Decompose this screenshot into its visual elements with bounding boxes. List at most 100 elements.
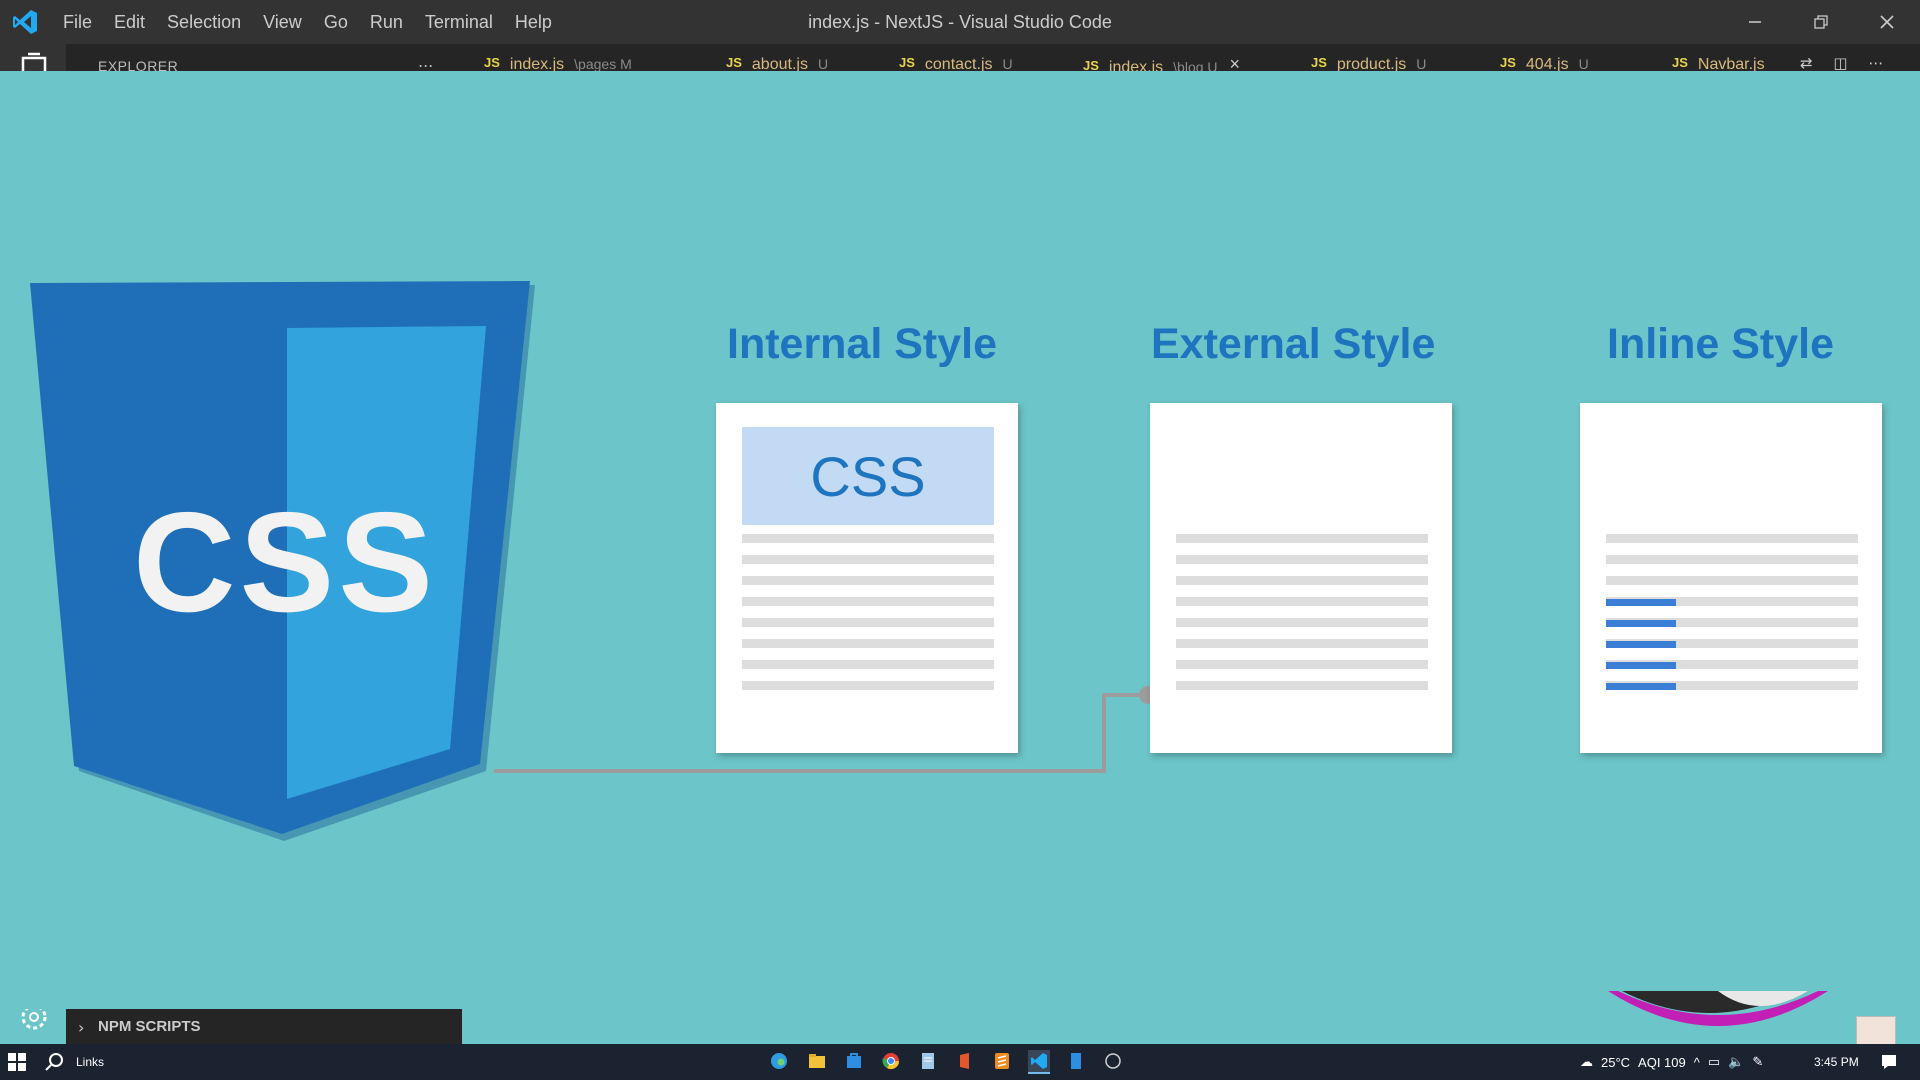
text-line [1606,534,1858,543]
text-line [1606,618,1858,627]
text-line [1176,618,1428,627]
text-line [1606,576,1858,585]
css3-logo: CSS [30,281,535,841]
gear-icon[interactable] [14,1009,54,1035]
menu-selection[interactable]: Selection [167,12,242,32]
text-line [1606,597,1858,606]
explorer-more-actions[interactable]: ... [418,52,434,71]
vscode-logo-icon [13,10,37,34]
js-file-icon: JS [1311,55,1327,70]
sublime-icon[interactable] [991,1050,1013,1072]
network-icon[interactable]: ▭ [1707,1054,1721,1069]
weather-cloud-icon[interactable]: ☁ [1580,1054,1593,1069]
text-line [1176,576,1428,585]
tab-label: product.js [1336,56,1407,71]
internal-style-document: CSS [716,403,1018,753]
notepad-icon[interactable] [917,1050,939,1072]
inline-style-highlight [1606,662,1676,669]
tab-label: index.js [1108,59,1164,71]
text-line [1606,639,1858,648]
file-explorer-icon[interactable] [806,1050,828,1072]
menu-go[interactable]: Go [323,12,348,32]
air-quality-index[interactable]: AQI 109 [1638,1054,1686,1070]
minimize-icon [1749,21,1761,23]
text-line [742,639,994,648]
heading-inline-style: Inline Style [1607,320,1835,368]
chevron-up-icon[interactable]: ^ [1693,1054,1700,1070]
tab-label: contact.js [924,56,993,71]
external-style-document [1150,403,1452,753]
menu-help[interactable]: Help [514,12,552,32]
editor-actions: ⇄ ◫ ⋯ [1800,54,1883,71]
inline-style-highlight [1606,641,1676,648]
weather-temperature[interactable]: 25°C [1601,1054,1631,1070]
js-file-icon: JS [1500,55,1516,70]
pen-icon[interactable]: ✎ [1752,1054,1764,1069]
js-file-icon: JS [899,55,915,70]
notification-icon[interactable] [1880,1053,1898,1071]
inline-style-highlight [1606,683,1676,690]
tab-404[interactable]: JS 404.js U [1500,44,1589,71]
close-window-button[interactable] [1854,0,1920,44]
text-line [1176,681,1428,690]
npm-scripts-label: NPM SCRIPTS [98,1018,201,1035]
tab-path: U [1578,56,1589,71]
menu-terminal[interactable]: Terminal [424,12,493,32]
text-line [742,618,994,627]
more-actions-icon[interactable]: ⋯ [1868,54,1884,71]
video-slide: CSS Internal Style External Style Inline… [0,71,1920,1009]
activity-bar-top [0,44,66,71]
split-editor-icon[interactable]: ◫ [1833,54,1848,71]
tab-label: Navbar.js [1697,56,1765,71]
search-icon[interactable] [44,1052,64,1072]
heading-external-style: External Style [1151,320,1436,368]
menu-run[interactable]: Run [369,12,403,32]
system-tray: ☁ 25°C AQI 109 ^ ▭ 🔈 ✎ [1580,1044,1771,1080]
tab-path: U [817,56,829,71]
document-app-icon[interactable] [1065,1050,1087,1072]
explorer-files-icon[interactable] [18,44,52,71]
text-line [742,681,994,690]
windows-start-icon[interactable] [8,1053,26,1071]
edge-icon[interactable] [768,1050,790,1072]
chrome-icon[interactable] [880,1050,902,1072]
text-line [1176,660,1428,669]
title-bar: File Edit Selection View Go Run Terminal… [0,0,1920,44]
menu-view[interactable]: View [263,12,302,32]
source-control-compare-icon[interactable]: ⇄ [1800,54,1813,71]
text-line [1606,555,1858,564]
taskbar-clock[interactable]: 3:45 PM [1814,1055,1859,1069]
taskbar-search-label[interactable]: Links [76,1055,105,1069]
tab-label: index.js [509,56,565,71]
text-line [742,555,994,564]
minimize-button[interactable] [1722,0,1788,44]
office-icon[interactable] [954,1050,976,1072]
tab-contact[interactable]: JS contact.js U [899,44,1013,71]
menu-edit[interactable]: Edit [114,12,146,32]
css-logo-text: CSS [133,483,437,642]
menu-file[interactable]: File [63,12,93,32]
chevron-right-icon: › [78,1018,85,1037]
inline-style-document [1580,403,1882,753]
restore-button[interactable] [1788,0,1854,44]
tab-close-icon[interactable]: × [1229,54,1241,71]
js-file-icon: JS [726,55,742,70]
heading-internal-style: Internal Style [727,320,998,368]
volume-icon[interactable]: 🔈 [1728,1054,1745,1069]
explorer-header: EXPLORER [98,58,179,71]
vscode-taskbar-icon[interactable] [1028,1050,1050,1074]
text-line [1606,681,1858,690]
tab-label: 404.js [1525,56,1569,71]
text-line [742,660,994,669]
tab-path: \pages M [574,56,632,71]
tab-path: U [1002,56,1013,71]
npm-scripts-panel[interactable]: › NPM SCRIPTS [66,1009,462,1044]
clock-app-icon[interactable] [1102,1050,1124,1072]
store-icon[interactable] [843,1050,865,1072]
